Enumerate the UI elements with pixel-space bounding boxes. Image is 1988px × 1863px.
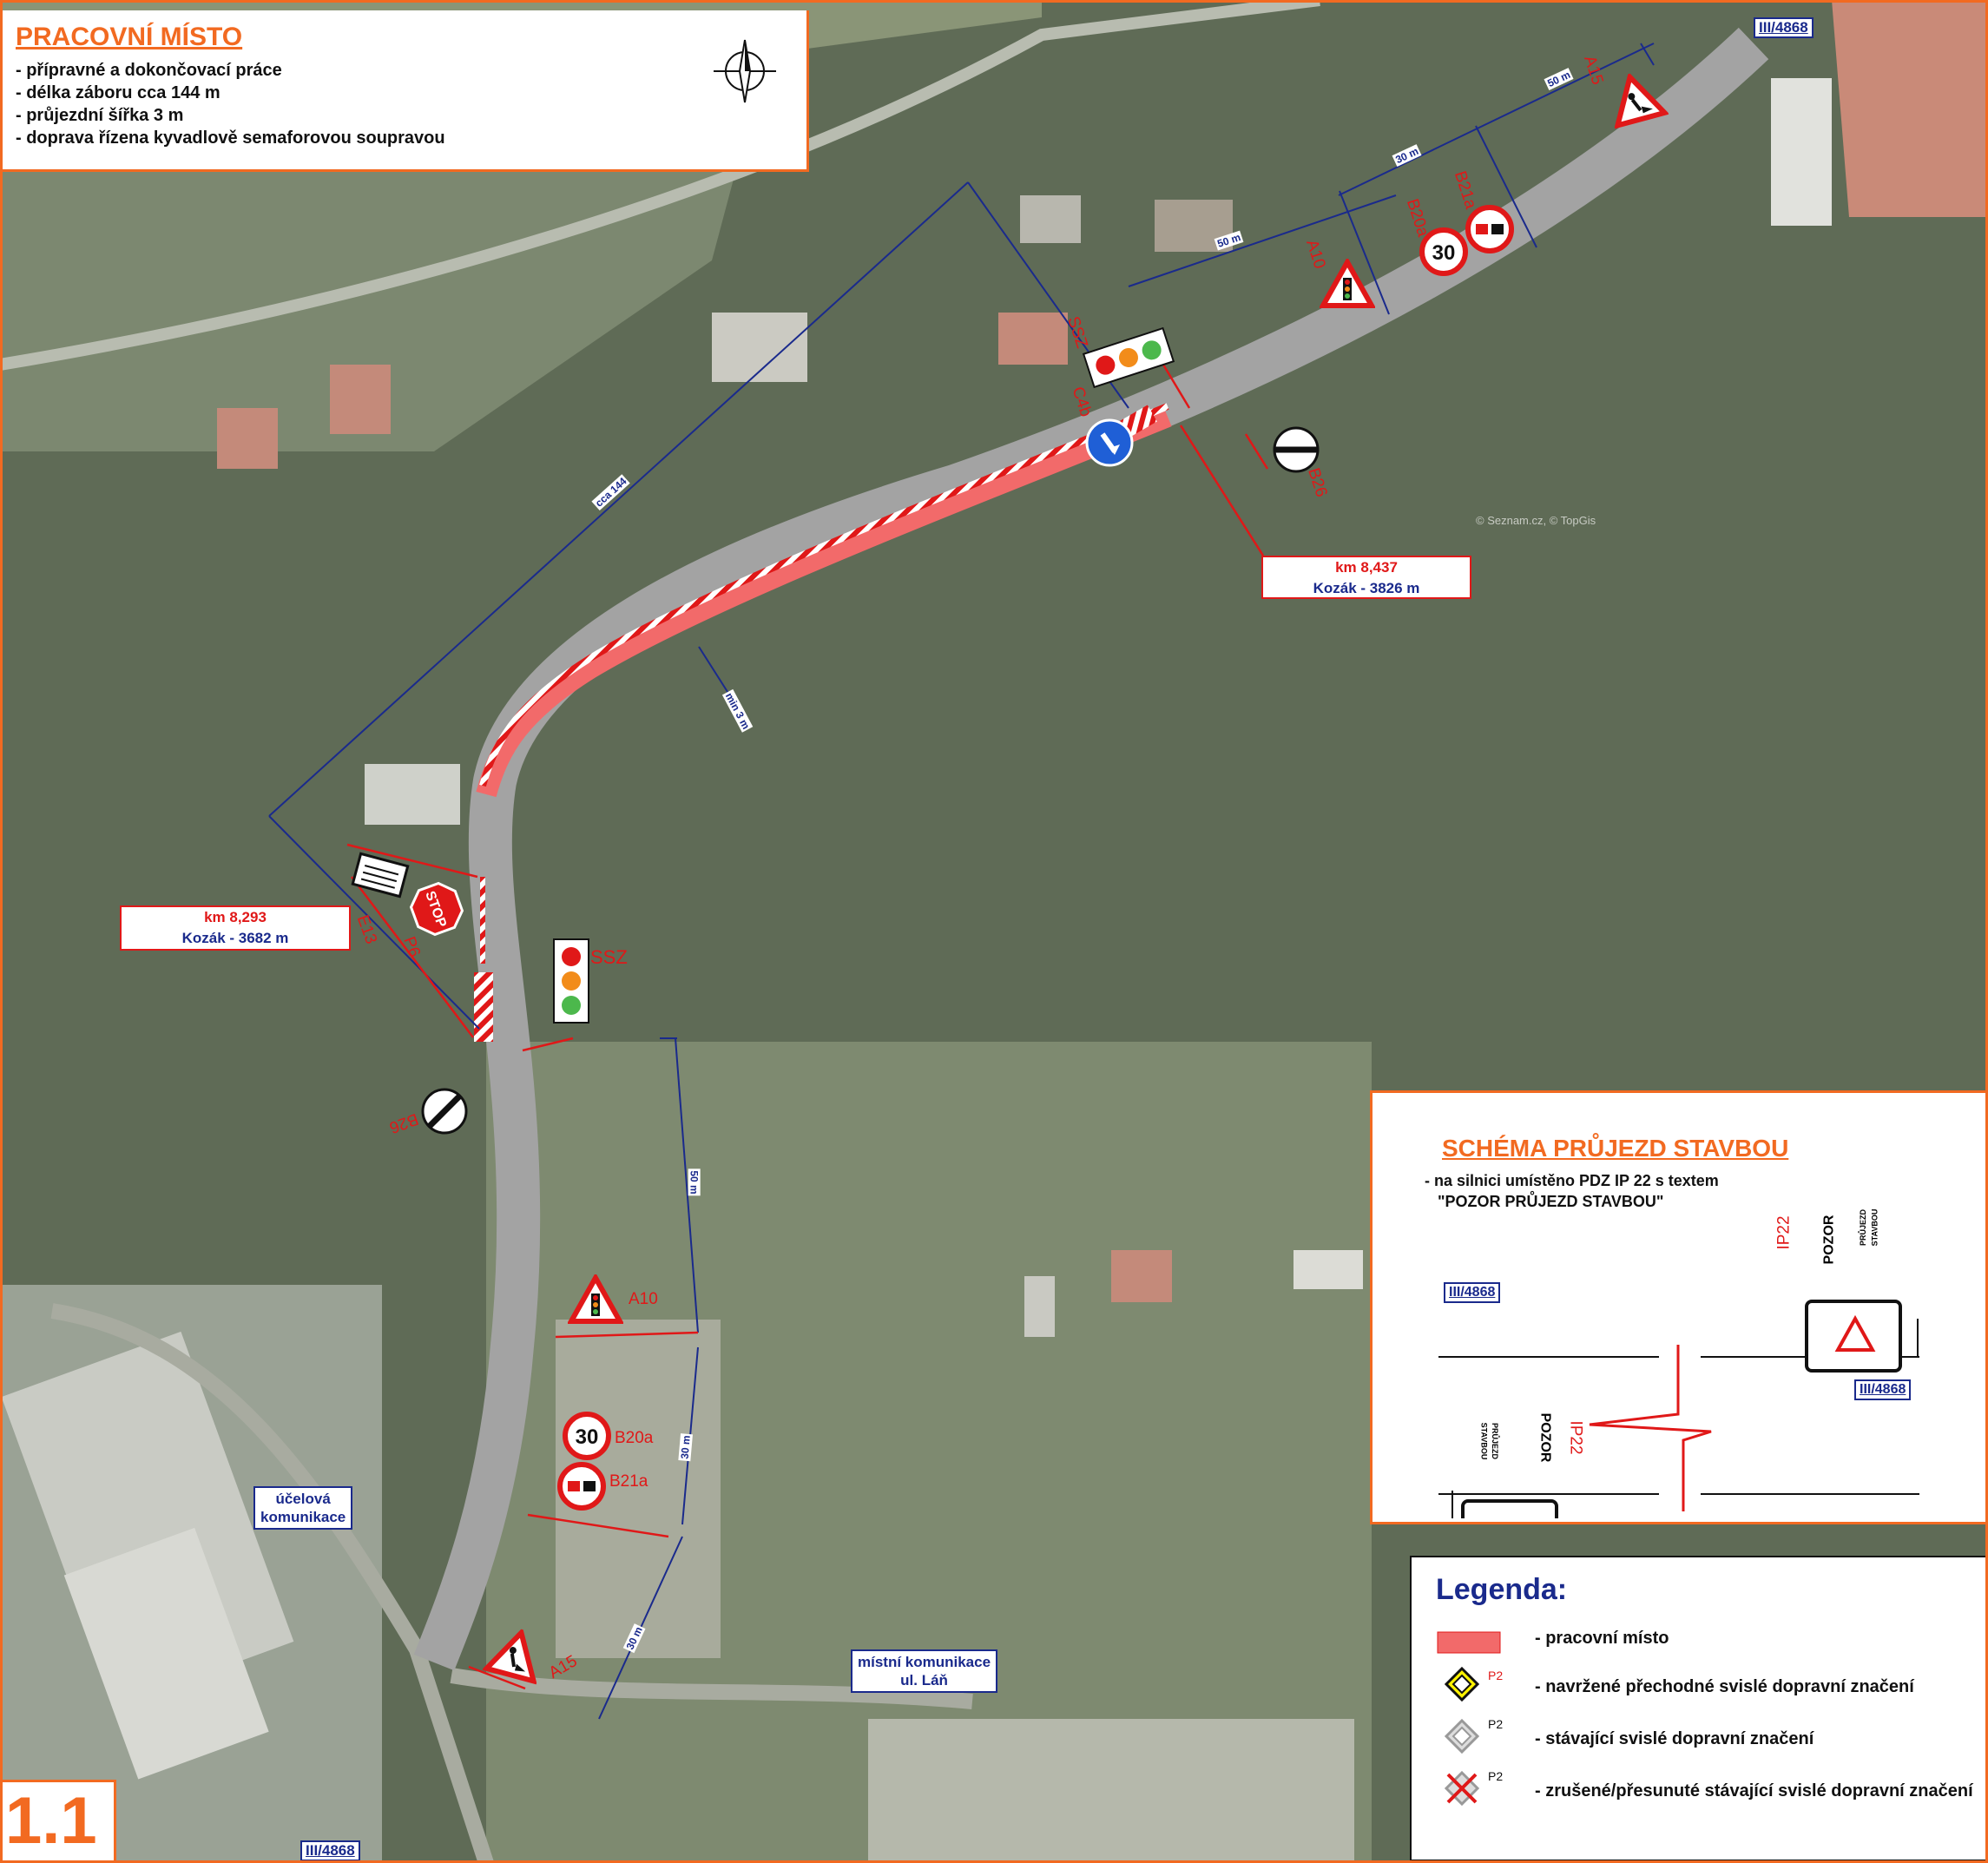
- house: [1111, 1250, 1172, 1302]
- work-site-line: - přípravné a dokončovací práce: [16, 61, 282, 80]
- work-site-title: PRACOVNÍ MÍSTO: [16, 23, 243, 51]
- sheet-number: 1.1: [5, 1784, 97, 1858]
- traffic-light-icon: [1082, 326, 1175, 389]
- garden-colony: [868, 1719, 1354, 1863]
- factory-hall: [63, 1527, 269, 1780]
- km-marker-top: km 8,437 Kozák - 3826 m: [1261, 556, 1471, 599]
- schema-sign-pozor: POZOR: [1537, 1412, 1553, 1463]
- km-marker-left: km 8,293 Kozák - 3682 m: [120, 905, 351, 951]
- no-overtaking-icon: [557, 1462, 606, 1511]
- sign-label-ssz: SSZ: [590, 946, 628, 968]
- work-site-details: - přípravné a dokončovací práce - délka …: [16, 59, 445, 149]
- legend-title: Legenda:: [1436, 1573, 1568, 1606]
- service-road: [50, 1303, 494, 1863]
- schema-road-tag: III/4868: [1444, 1282, 1501, 1303]
- house: [217, 408, 278, 469]
- house: [330, 365, 391, 434]
- mandatory-pass-right-icon: [1085, 418, 1134, 467]
- legend-item-label: - stávající svislé dopravní značení: [1535, 1729, 1814, 1748]
- red-roof-building: [1832, 0, 1988, 217]
- work-site-line: - doprava řízena kyvadlově semaforovou s…: [16, 128, 445, 148]
- km-value: km 8,437: [1335, 559, 1398, 576]
- white-hall: [1771, 78, 1832, 226]
- schema-diagram: [1438, 1300, 1919, 1518]
- legend-code: P2: [1488, 1717, 1504, 1731]
- sign-label-b21a: B21a: [609, 1472, 648, 1491]
- leader-lines: [346, 364, 1269, 1690]
- service-road-line: účelová: [275, 1491, 331, 1507]
- schema-sign-pozor: POZOR: [1821, 1215, 1837, 1265]
- schema-line: "POZOR PRŮJEZD STAVBOU": [1438, 1193, 1664, 1210]
- schema-sign-sub: STAVBOU: [1870, 1208, 1879, 1247]
- roadworks-icon: [482, 1627, 537, 1685]
- work-site-line: - průjezdní šířka 3 m: [16, 106, 184, 125]
- stop-sign-icon: STOP: [409, 881, 464, 937]
- schema-sign-sub: STAVBOU: [1479, 1422, 1489, 1460]
- dimension-label: 50 m: [688, 1168, 701, 1196]
- dimension-label: 30 m: [678, 1432, 694, 1462]
- north-arrow-icon: [714, 39, 776, 103]
- house: [1024, 1276, 1055, 1337]
- road-number-top: III/4868: [1754, 17, 1814, 38]
- end-of-restrictions-icon: [421, 1088, 468, 1135]
- house: [1020, 195, 1081, 243]
- traffic-light-icon: [553, 938, 589, 1024]
- house: [998, 313, 1068, 365]
- service-road-label: účelová komunikace: [253, 1486, 353, 1530]
- service-road-line: komunikace: [260, 1509, 346, 1525]
- legend-symbols: [1437, 1631, 1501, 1807]
- end-of-restrictions-icon: [1273, 426, 1320, 473]
- speed-limit-icon: 30: [1419, 227, 1468, 276]
- schema-line: - na silnici umístěno PDZ IP 22 s textem: [1425, 1172, 1719, 1189]
- legend-item-label: - pracovní místo: [1535, 1629, 1669, 1648]
- schema-title: SCHÉMA PRŮJEZD STAVBOU: [1442, 1135, 1789, 1162]
- sheet-number-box: 1.1: [0, 1780, 116, 1863]
- house: [365, 764, 460, 825]
- speed-limit-value: 30: [1432, 241, 1456, 265]
- traffic-light-warning-icon: [568, 1274, 623, 1324]
- schema-road-tag: III/4868: [1854, 1379, 1912, 1400]
- barrier-left: [474, 972, 493, 1042]
- km-value: km 8,293: [204, 909, 267, 925]
- legend-item-label: - zrušené/přesunuté stávající svislé dop…: [1535, 1781, 1973, 1800]
- local-road-label: místní komunikace ul. Láň: [851, 1649, 998, 1693]
- no-overtaking-icon: [1465, 205, 1514, 253]
- work-zone-barrier: [479, 403, 1169, 787]
- dimension-lines: [268, 43, 1655, 1720]
- local-road-line: ul. Láň: [900, 1672, 948, 1689]
- schema-box: SCHÉMA PRŮJEZD STAVBOU - na silnici umís…: [1370, 1090, 1988, 1524]
- schema-ip22-label: IP22: [1774, 1215, 1794, 1250]
- legend-box: Legenda: P2 P2 P2 - pracovní místo - nav…: [1410, 1556, 1988, 1861]
- house: [1294, 1250, 1363, 1289]
- work-site-line: - délka záboru cca 144 m: [16, 83, 221, 102]
- traffic-light-warning-icon: [1320, 259, 1375, 308]
- map-watermark: © Seznam.cz, © TopGis: [1476, 514, 1596, 527]
- sign-label-a10: A10: [629, 1290, 658, 1308]
- km-place: Kozák - 3682 m: [181, 930, 289, 946]
- schema-sign-sub: PRŮJEZD: [1491, 1422, 1500, 1460]
- km-place: Kozák - 3826 m: [1313, 580, 1420, 596]
- legend-item-label: - navržené přechodné svislé dopravní zna…: [1535, 1677, 1914, 1696]
- roadworks-icon: [1614, 71, 1669, 129]
- schema-ip22-label: IP22: [1566, 1420, 1585, 1455]
- sign-label-b20a: B20a: [615, 1429, 654, 1447]
- work-site-info-box: PRACOVNÍ MÍSTO - přípravné a dokončovací…: [0, 10, 809, 172]
- work-zone-area: [476, 406, 1172, 798]
- legend-code: P2: [1488, 1769, 1504, 1783]
- local-road: [450, 1668, 973, 1709]
- road-number-bottom: III/4868: [300, 1840, 360, 1861]
- supplementary-plate-icon: [351, 852, 410, 899]
- local-road-line: místní komunikace: [858, 1654, 991, 1670]
- side-road: [0, 0, 1320, 371]
- speed-limit-icon: 30: [563, 1412, 611, 1460]
- legend-code: P2: [1488, 1669, 1504, 1682]
- schema-sign-sub: PRŮJEZD: [1859, 1208, 1868, 1247]
- speed-limit-value: 30: [576, 1425, 599, 1449]
